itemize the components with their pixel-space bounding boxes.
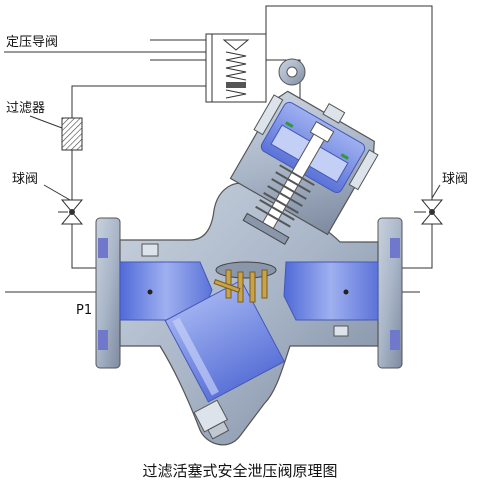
label-p1: P1 <box>76 303 92 318</box>
valve-body <box>95 182 403 446</box>
ball-valve-left-symbol <box>58 199 84 225</box>
seat-pins <box>213 269 268 303</box>
filter <box>61 117 83 151</box>
p1-point-inlet <box>147 289 153 295</box>
p1-point-outlet <box>343 289 349 295</box>
drain-plug <box>193 399 230 440</box>
spring <box>255 164 315 228</box>
label-filter: 过滤器 <box>6 101 45 116</box>
pilot-valve <box>205 33 267 103</box>
label-ball-valve-right: 球阀 <box>442 172 468 187</box>
ball-valve-right-symbol <box>414 199 444 225</box>
diagram-caption: 过滤活塞式安全泄压阀原理图 <box>142 462 337 480</box>
label-pilot-valve: 定压导阀 <box>6 35 58 50</box>
label-ball-valve-left: 球阀 <box>12 172 38 187</box>
piston-assembly <box>229 90 379 246</box>
lifting-eye <box>278 58 306 86</box>
